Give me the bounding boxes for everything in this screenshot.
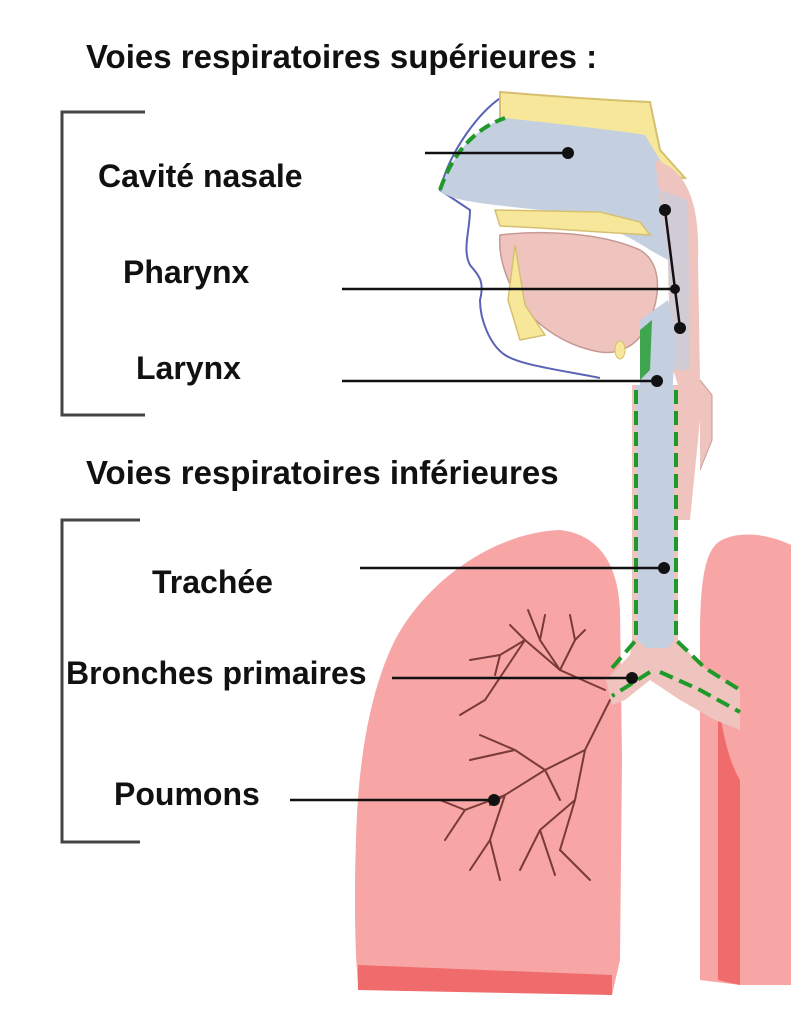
upper-tract-heading: Voies respiratoires supérieures : <box>86 38 598 75</box>
lower-tract-bracket <box>60 518 140 844</box>
right-lung <box>700 534 791 985</box>
pointer-lungs <box>488 794 500 806</box>
pointer-bronchi <box>626 672 638 684</box>
pointer-pharynx-top <box>659 204 671 216</box>
pointer-pharynx <box>670 284 680 294</box>
label-trachea: Trachée <box>152 564 273 600</box>
lower-tract-heading: Voies respiratoires inférieures <box>86 454 559 491</box>
pointer-larynx <box>651 375 663 387</box>
bronchial-tree <box>439 609 611 881</box>
pointer-trachea <box>658 562 670 574</box>
leader-lines <box>290 151 682 802</box>
pointer-nasal-cavity <box>562 147 574 159</box>
label-pharynx: Pharynx <box>123 254 250 290</box>
label-larynx: Larynx <box>136 350 241 386</box>
label-lungs: Poumons <box>114 776 260 812</box>
upper-tract-bracket <box>60 110 145 417</box>
left-lung <box>354 530 622 995</box>
label-primary-bronchi: Bronches primaires <box>66 655 367 691</box>
palate <box>493 209 652 236</box>
pointer-pharynx-bottom <box>674 322 686 334</box>
face-outline <box>438 94 601 379</box>
label-nasal-cavity: Cavité nasale <box>98 158 303 194</box>
